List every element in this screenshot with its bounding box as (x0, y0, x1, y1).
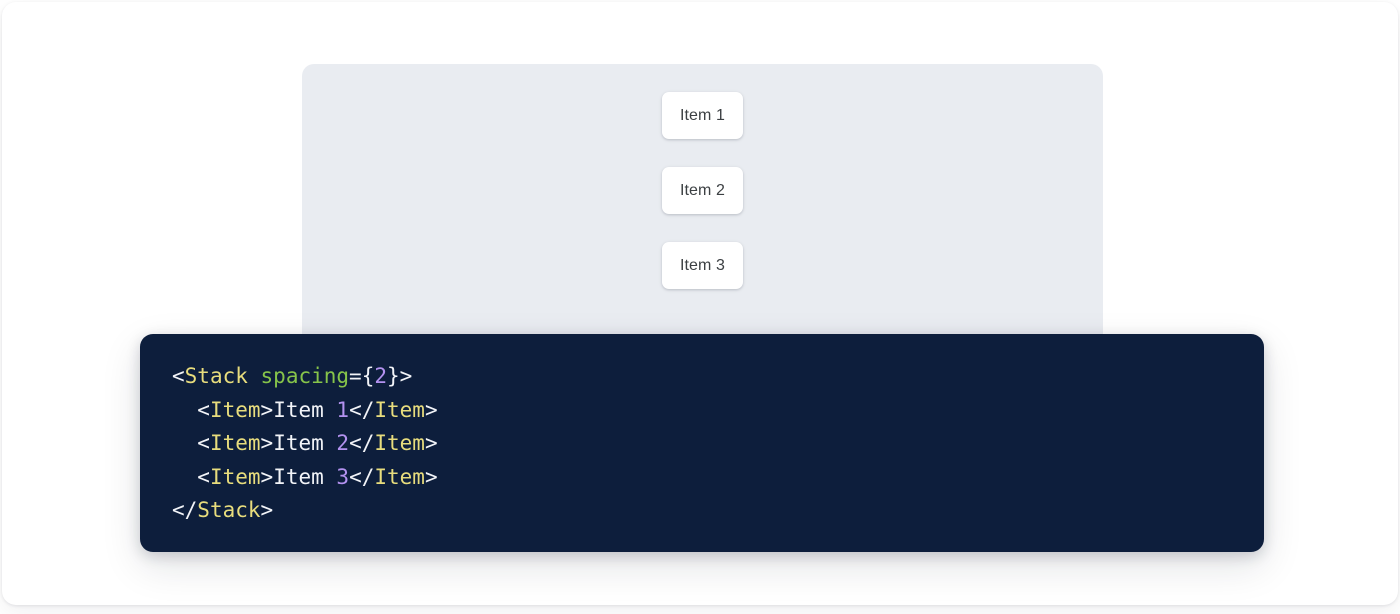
code-token-punct: > (424, 431, 438, 456)
code-line: <Item>Item 3</Item> (172, 464, 438, 489)
stack-item-label: Item 2 (679, 181, 726, 199)
code-token-tag: Item (374, 464, 425, 489)
code-token-tag: Item (209, 464, 261, 489)
stack-container: Item 1 Item 2 Item 3 (302, 64, 1103, 289)
code-token-punct: > (260, 431, 274, 456)
code-token-text: Item (273, 397, 337, 422)
code-line: <Item>Item 1</Item> (172, 397, 438, 422)
code-token-tag: Item (374, 397, 425, 422)
code-token-num: 1 (336, 397, 350, 422)
code-snippet[interactable]: <Stack spacing={2}> <Item>Item 1</Item> … (172, 360, 1264, 528)
code-token-punct: > (424, 397, 438, 422)
code-line: <Stack spacing={2}> (172, 364, 412, 388)
code-token-punct: > (260, 397, 274, 422)
code-token-punct: < (197, 431, 210, 456)
code-block: <Stack spacing={2}> <Item>Item 1</Item> … (140, 334, 1264, 552)
code-line: <Item>Item 2</Item> (172, 431, 438, 456)
code-token-punct: > (424, 464, 438, 489)
code-token-tag: Item (209, 431, 261, 456)
code-token-punct: > (260, 464, 274, 489)
code-token-punct: < (197, 397, 210, 422)
code-token-punct: </ (172, 498, 198, 523)
code-token-attr: spacing (260, 364, 350, 388)
code-token-punct: ={ (349, 364, 375, 388)
code-token-punct (248, 364, 261, 388)
code-token-punct: > (260, 498, 274, 523)
code-token-punct: </ (349, 464, 375, 489)
code-token-text: Item (273, 431, 337, 456)
stack-item[interactable]: Item 2 (662, 167, 743, 214)
preview-panel: Item 1 Item 2 Item 3 (302, 64, 1103, 354)
stack-item[interactable]: Item 3 (662, 242, 743, 289)
code-token-num: 3 (336, 464, 350, 489)
code-token-tag: Stack (184, 364, 248, 388)
code-token-num: 2 (374, 364, 387, 388)
code-token-punct: }> (387, 364, 413, 388)
code-token-text: Item (273, 464, 337, 489)
code-token-num: 2 (336, 431, 350, 456)
code-token-punct: < (197, 464, 210, 489)
stack-item[interactable]: Item 1 (662, 92, 743, 139)
code-token-punct: </ (349, 397, 375, 422)
stack-item-label: Item 3 (679, 256, 726, 274)
code-token-tag: Item (209, 397, 261, 422)
code-line: </Stack> (172, 498, 273, 522)
code-token-punct: < (172, 364, 185, 388)
code-token-tag: Stack (197, 498, 261, 523)
stack-item-label: Item 1 (679, 106, 726, 124)
code-token-tag: Item (374, 431, 425, 456)
code-token-punct: </ (349, 431, 375, 456)
